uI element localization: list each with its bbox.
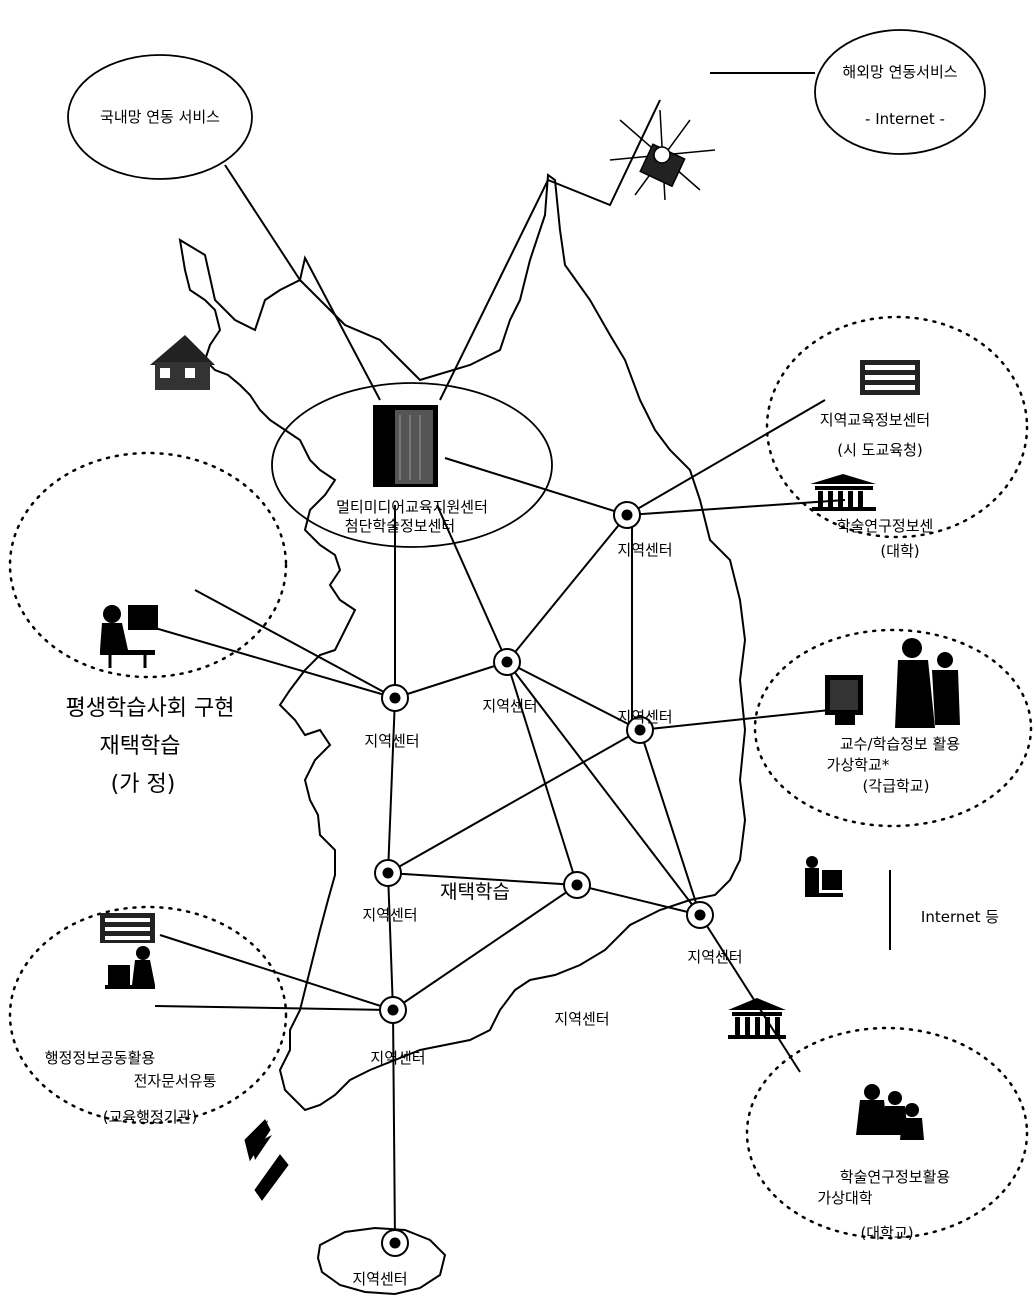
center-node: [379, 996, 407, 1024]
home-group-ellipse: [8, 451, 288, 679]
university-group-ellipse: [745, 1026, 1029, 1240]
school-group-ellipse: [753, 628, 1033, 828]
academic-research-use-label: 학술연구정보활용: [840, 1168, 950, 1186]
center-node: [374, 859, 402, 887]
multimedia-center-label: 멀티미디어교육지원센터: [336, 498, 488, 516]
lightning-icon: [250, 1120, 272, 1160]
map-outline: [178, 173, 747, 1112]
admin-info-share-label: 행정정보공동활용: [45, 1049, 155, 1067]
city-edu-office-label: (시 도교육청): [837, 441, 922, 459]
overseas-service-label: 해외망 연동서비스: [842, 63, 957, 81]
people-group-icon: [895, 638, 960, 728]
user-at-computer-icon: [805, 856, 843, 897]
academic-center-label: 첨단학술정보센터: [345, 517, 455, 535]
center-node: [381, 684, 409, 712]
regional-center-label: 지역센터: [617, 708, 672, 726]
regional-center-label: 지역센터: [554, 1010, 609, 1028]
e-document-label: 전자문서유통: [134, 1072, 217, 1090]
satellite-icon: [609, 109, 716, 201]
edu-office-group-ellipse: [765, 315, 1029, 539]
lifelong-learning-label: 평생학습사회 구현: [66, 696, 235, 721]
regional-center-label: 지역센터: [364, 732, 419, 750]
center-hq-ellipse: [271, 382, 553, 548]
regional-edu-center-label: 지역교육정보센터: [820, 411, 930, 429]
center-node: [626, 716, 654, 744]
virtual-university-label: 가상대학: [817, 1189, 872, 1207]
center-node: [493, 648, 521, 676]
center-nodes: [374, 501, 714, 1257]
house-icon: [150, 335, 215, 390]
regional-center-label: 지역센터: [687, 948, 742, 966]
home-learning-center-label: 재택학습: [440, 881, 510, 903]
internet-etc-label: Internet 등: [921, 908, 999, 926]
center-node: [381, 1229, 409, 1257]
jeju-island: [316, 1226, 447, 1296]
people-group-icon: [856, 1084, 924, 1140]
island-small: [244, 1119, 289, 1201]
domestic-service-label: 국내망 연동 서비스: [100, 108, 220, 126]
bank-building-icon: [728, 998, 786, 1039]
center-node: [563, 871, 591, 899]
bank-building-icon: [810, 474, 876, 511]
edu-admin-paren-label: (교육행정기관): [103, 1108, 198, 1126]
academic-research-center-label: 학술연구정보센: [837, 517, 934, 535]
network-links: [154, 72, 891, 1244]
each-school-paren-label: (각급학교): [863, 777, 930, 795]
regional-center-label: 지역센터: [370, 1049, 425, 1067]
regional-center-label: 지역센터: [362, 906, 417, 924]
center-node: [613, 501, 641, 529]
regional-center-label: 지역센터: [352, 1270, 407, 1288]
virtual-school-label: 가상학교*: [827, 756, 890, 774]
overseas-service-ellipse: [814, 29, 986, 155]
user-at-computer-icon: [105, 946, 155, 989]
admin-group-ellipse: [8, 905, 288, 1125]
computer-monitor-icon: [825, 675, 863, 725]
office-building-icon: [100, 913, 155, 943]
office-building-icon: [860, 360, 920, 395]
building-icon: [373, 405, 438, 487]
regional-center-label: 지역센터: [617, 541, 672, 559]
center-node: [686, 901, 714, 929]
university-paren2-label: (대학교): [860, 1224, 913, 1242]
university-paren-label: (대학): [880, 542, 919, 560]
regional-center-label: 지역센터: [482, 697, 537, 715]
user-at-computer-icon: [100, 605, 158, 668]
domestic-service-ellipse: [67, 54, 253, 180]
home-paren-label: (가 정): [111, 772, 176, 797]
professor-virtual-school-label: 교수/학습정보 활용: [840, 735, 960, 753]
home-learning-left-label: 재택학습: [100, 734, 181, 759]
overseas-internet-label: - Internet -: [865, 110, 945, 128]
